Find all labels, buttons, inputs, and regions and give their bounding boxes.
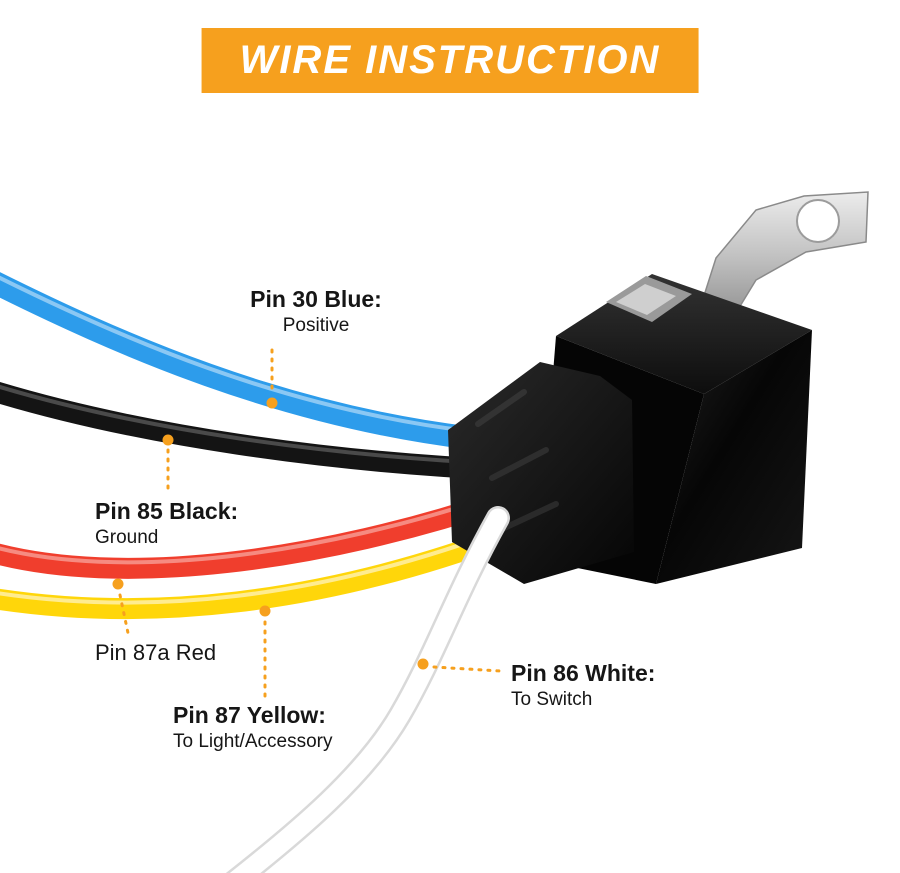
black-wire-highlight <box>0 384 506 466</box>
label-pin86: Pin 86 White: To Switch <box>511 660 655 712</box>
white-wire-group <box>225 506 510 873</box>
leader-dot-pin86 <box>417 658 429 670</box>
label-pin87a: Pin 87a Red <box>95 640 216 665</box>
black-wire <box>0 382 517 481</box>
leader-dots <box>112 397 429 670</box>
mounting-bracket <box>701 191 869 317</box>
label-pin30-title: Pin 30 Blue: <box>250 286 382 312</box>
label-pin85-title: Pin 85 Black: <box>95 498 239 524</box>
label-pin85-subtitle: Ground <box>95 527 159 548</box>
wires <box>0 272 539 620</box>
white-wire <box>229 508 508 873</box>
label-pin87: Pin 87 Yellow: To Light/Accessory <box>173 702 332 754</box>
socket-ridge-1 <box>475 389 527 427</box>
label-pin85: Pin 85 Black: Ground <box>95 498 238 550</box>
label-pin86-title: Pin 86 White: <box>511 660 656 686</box>
label-pin30-subtitle: Positive <box>282 315 350 336</box>
leader-dot-pin85 <box>162 434 174 446</box>
bracket-shape <box>701 191 869 317</box>
red-wire <box>0 487 519 579</box>
label-pin86-subtitle: To Switch <box>511 689 593 710</box>
relay-clip-inner <box>616 284 676 315</box>
yellow-wire <box>0 516 539 620</box>
red-wire-highlight <box>0 490 508 565</box>
leader-dot-pin30 <box>266 397 278 409</box>
socket-ridge-3 <box>497 501 559 533</box>
leader-dot-pin87a <box>112 578 124 590</box>
blue-wire <box>0 272 482 450</box>
blue-wire-highlight <box>0 275 470 433</box>
leader-dot-pin87 <box>259 605 271 617</box>
yellow-wire-highlight <box>0 519 528 605</box>
leader-lines <box>118 348 502 699</box>
bracket-hole <box>796 199 840 243</box>
socket-ridge-2 <box>489 447 549 481</box>
label-pin87a-title: Pin 87a Red <box>95 640 217 665</box>
leader-pin86 <box>432 665 502 673</box>
page-title: WIRE INSTRUCTION <box>239 38 661 82</box>
title-banner: WIRE INSTRUCTION <box>201 28 699 93</box>
label-pin87-title: Pin 87 Yellow: <box>173 702 326 728</box>
relay-right-face <box>656 330 812 584</box>
label-pin30: Pin 30 Blue: Positive <box>236 286 396 338</box>
leader-pin87a <box>118 593 130 635</box>
label-pin87-subtitle: To Light/Accessory <box>173 731 333 752</box>
